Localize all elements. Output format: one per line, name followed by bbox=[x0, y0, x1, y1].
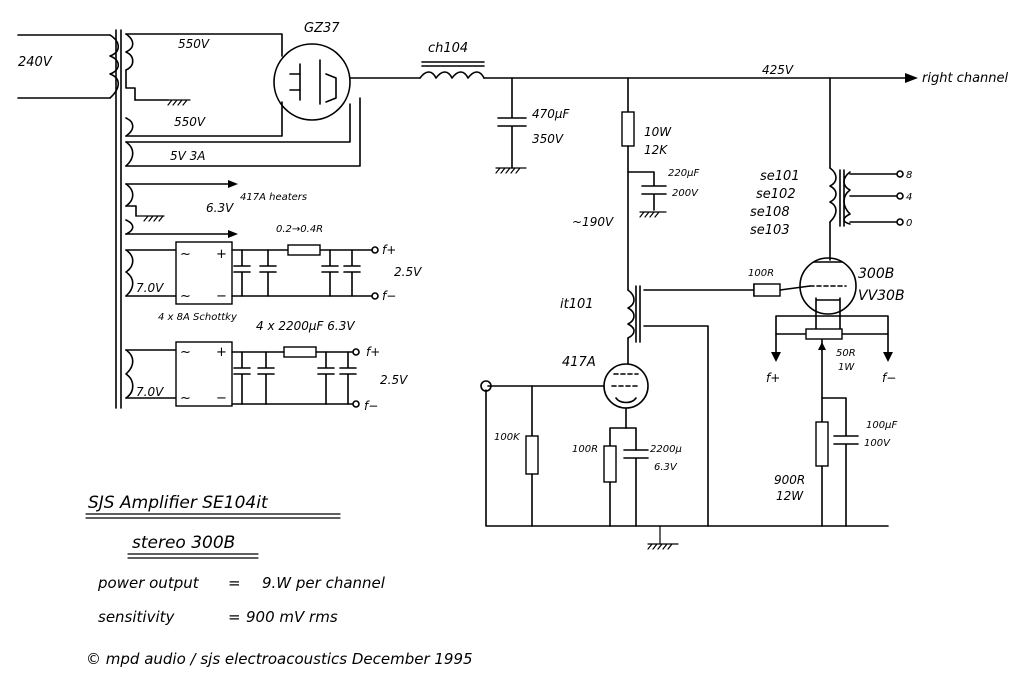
driver-cathode-r: 100R bbox=[572, 444, 598, 455]
driver-supply-voltage: ~190V bbox=[572, 215, 614, 229]
heater2-caps: 4 x 2200µF 6.3V bbox=[256, 319, 355, 333]
ot-type-2: se102 bbox=[756, 187, 796, 202]
bridge2-plus: + bbox=[216, 247, 227, 262]
power-label: power output bbox=[97, 574, 200, 592]
driver-bias: 100K 100R 2200µ 6.3V bbox=[485, 385, 889, 550]
bridge2-minus: − bbox=[216, 289, 227, 304]
bridge2-ac-in: ~ bbox=[180, 247, 191, 262]
heater2-fplus: f+ bbox=[382, 243, 396, 257]
heater1-voltage: 6.3V bbox=[206, 201, 234, 215]
title-line-1: SJS Amplifier SE104it bbox=[88, 493, 269, 513]
dropper-ohm: 12K bbox=[644, 143, 668, 157]
bridge3-minus: − bbox=[216, 391, 227, 406]
ot-type-1: se101 bbox=[760, 169, 800, 184]
rectifier-tube-label: GZ37 bbox=[304, 21, 340, 36]
bridge3-plus: + bbox=[216, 345, 227, 360]
driver-tube: 417A bbox=[480, 355, 649, 429]
mains-voltage-label: 240V bbox=[18, 55, 53, 70]
driver-cathode-c-voltage: 6.3V bbox=[654, 462, 678, 473]
bridge2-ac-in-2: ~ bbox=[180, 289, 191, 304]
ot-type-4: se103 bbox=[750, 223, 790, 238]
reservoir-capacitor: 470µF 350V bbox=[495, 77, 571, 174]
heater2-diodes: 4 x 8A Schottky bbox=[158, 312, 238, 323]
rect-heater-label: 5V 3A bbox=[170, 149, 206, 163]
dropper-cap-voltage: 200V bbox=[672, 188, 699, 199]
heater3-output: 2.5V bbox=[380, 373, 408, 387]
heater3-ac-voltage: 7.0V bbox=[136, 385, 164, 399]
output-tube-type-1: 300B bbox=[858, 266, 894, 282]
hv-secondary: 550V 550V bbox=[125, 33, 283, 137]
out-cathode-r: 900R bbox=[774, 473, 805, 487]
title-block: SJS Amplifier SE104it stereo 300B power … bbox=[85, 493, 473, 668]
bplus-rail: ch104 425V right channel bbox=[349, 41, 1009, 86]
heater2-resistor: 0.2→0.4R bbox=[276, 224, 323, 235]
grid-stopper-label: 100R bbox=[748, 268, 774, 279]
driver-grid-r: 100K bbox=[494, 432, 521, 443]
bridge3-ac-in-2: ~ bbox=[180, 391, 191, 406]
out-cathode-c-voltage: 100V bbox=[864, 438, 891, 449]
ot-tap-0: 0 bbox=[906, 218, 912, 229]
power-value: 9.W per channel bbox=[262, 574, 386, 592]
dropper-cap-value: 220µF bbox=[668, 168, 699, 179]
mains-transformer: 240V bbox=[17, 29, 122, 409]
driver-supply-filter: 10W 12K 220µF 200V ~190V bbox=[572, 77, 699, 291]
sensitivity-eq: = bbox=[228, 608, 241, 626]
right-channel-label: right channel bbox=[922, 71, 1009, 86]
title-line-2: stereo 300B bbox=[132, 533, 235, 553]
heater2-output: 2.5V bbox=[394, 265, 422, 279]
heater2-fminus: f− bbox=[382, 289, 396, 303]
reservoir-cap-voltage: 350V bbox=[532, 132, 564, 146]
output-tube-type-2: VV30B bbox=[858, 288, 905, 304]
rectifier-heater-winding: 5V 3A bbox=[125, 97, 361, 167]
power-eq: = bbox=[228, 574, 241, 592]
output-tube: 100R 300B VV30B bbox=[748, 257, 905, 317]
choke-label: ch104 bbox=[428, 41, 468, 56]
out-cathode-c: 100µF bbox=[866, 420, 897, 431]
heater-supply-3: ~ + ~ − 7.0V f+ f− 2.5V bbox=[125, 341, 408, 413]
bridge3-ac-in: ~ bbox=[180, 345, 191, 360]
output-transformer: 8 4 0 se101 se102 se108 se103 bbox=[750, 77, 912, 261]
sensitivity-label: sensitivity bbox=[98, 608, 176, 626]
driver-cathode-c: 2200µ bbox=[650, 444, 682, 455]
heater-winding-1: 6.3V 417A heaters bbox=[125, 180, 307, 238]
heater3-fplus: f+ bbox=[366, 345, 380, 359]
dropper-watt: 10W bbox=[644, 125, 672, 139]
gz37-rectifier-tube: GZ37 bbox=[273, 21, 351, 121]
output-fplus: f+ bbox=[766, 371, 780, 385]
hv-top-label: 550V bbox=[178, 37, 210, 51]
ot-tap-4: 4 bbox=[906, 192, 912, 203]
heater1-note: 417A heaters bbox=[240, 192, 307, 203]
interstage-transformer: it101 bbox=[560, 285, 755, 527]
bplus-voltage-label: 425V bbox=[762, 63, 794, 77]
output-fminus: f− bbox=[882, 371, 896, 385]
hv-bottom-label: 550V bbox=[174, 115, 206, 129]
ot-type-3: se108 bbox=[750, 205, 790, 220]
heater2-ac-voltage: 7.0V bbox=[136, 281, 164, 295]
ot-tap-8: 8 bbox=[906, 170, 912, 181]
hum-pot-watt: 1W bbox=[838, 362, 855, 373]
driver-tube-label: 417A bbox=[562, 355, 596, 370]
output-bias: f+ f− 50R 1W 100µF 100V 900R 12W bbox=[766, 315, 897, 527]
hum-pot-value: 50R bbox=[836, 348, 856, 359]
out-cathode-r-watt: 12W bbox=[776, 489, 804, 503]
interstage-label: it101 bbox=[560, 297, 594, 312]
reservoir-cap-value: 470µF bbox=[532, 107, 571, 121]
right-channel-arrow bbox=[905, 73, 918, 83]
heater-supply-2: ~ + ~ − 7.0V 0.2→0.4R f+ f− 2.5V 4 x 8A … bbox=[125, 224, 422, 333]
copyright-line: © mpd audio / sjs electroacoustics Decem… bbox=[86, 650, 473, 668]
heater3-fminus: f− bbox=[364, 399, 378, 413]
sensitivity-value: 900 mV rms bbox=[246, 608, 338, 626]
